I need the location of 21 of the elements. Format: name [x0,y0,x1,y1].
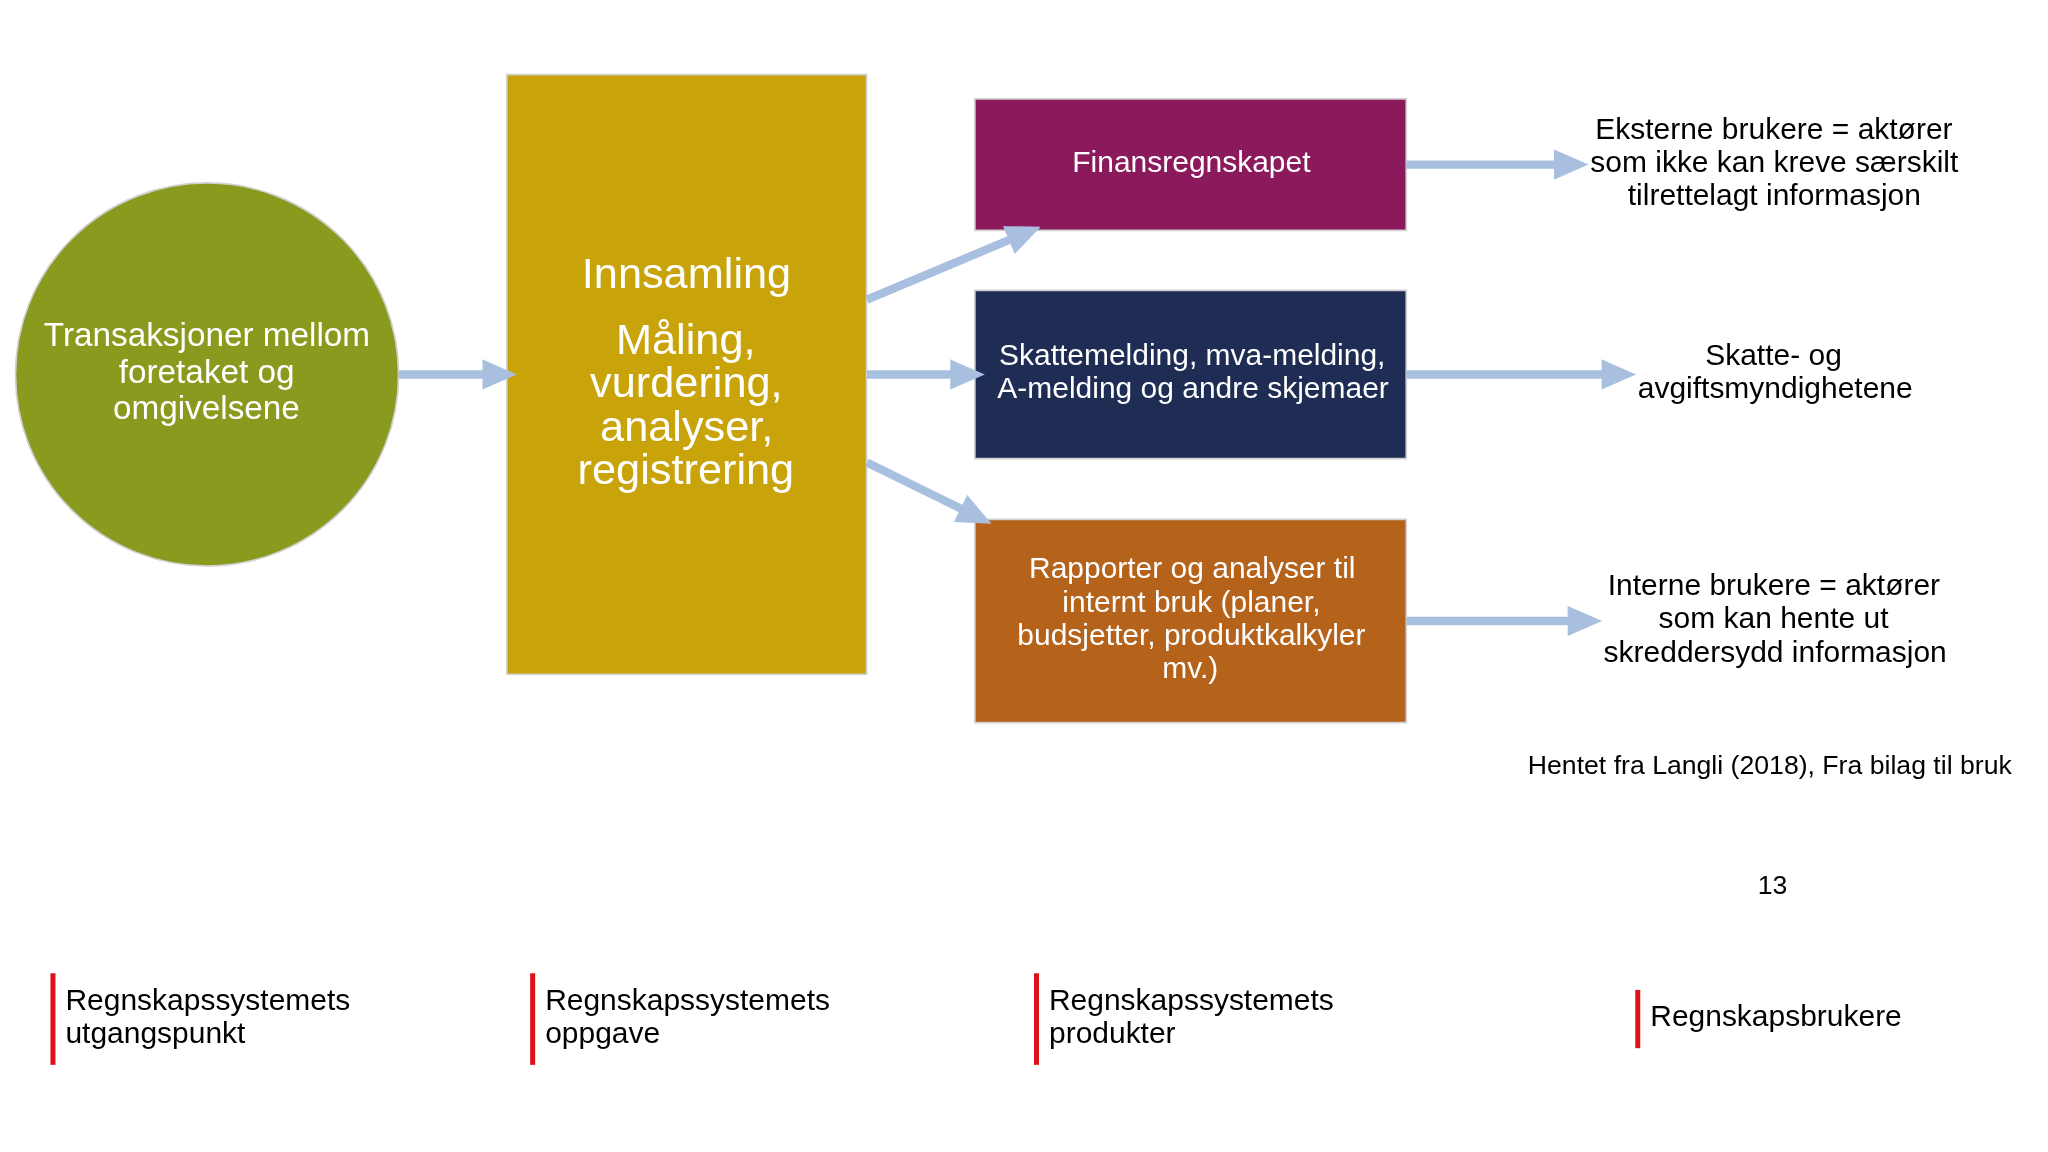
node-box: Rapporter og analyser til internt bruk (planer, budsjetter, produktkalkyler mv.) [974,518,1408,724]
node-box: Finansregnskapet [974,97,1408,232]
label: Regnskapssystemets oppgave [545,982,830,1050]
node-circle: Transaksjoner mellom foretaket og omgivelsene [14,182,400,567]
arrow [865,226,1041,304]
label: 13 [1757,869,1788,900]
arrow [865,458,992,524]
arrow [399,359,518,390]
arrow [866,359,985,390]
arrow [1406,359,1637,390]
node-box: Innsamling Måling, vurdering, analyser, registrering [506,73,868,676]
node-text: Interne brukere = aktører som kan hente ut skreddersydd informasjon [1603,567,1947,668]
arrow [1406,605,1603,637]
node-box: Skattemelding, mva-melding, A-melding og andre skjemaer [974,289,1408,460]
label: Hentet fra Langli (2018), Fra bilag til bruk [1527,749,2012,780]
label: Regnskapsbrukere [1650,999,1902,1033]
arrow [1406,149,1589,180]
label: Regnskapssystemets utgangspunkt [65,982,351,1050]
node-text: Eksterne brukere = aktører som ikke kan kreve særskilt tilrettelagt informasjon [1590,111,1959,212]
label: Regnskapssystemets produkter [1048,982,1334,1050]
node-text: Skatte- og avgiftsmyndighetene [1637,338,1913,405]
